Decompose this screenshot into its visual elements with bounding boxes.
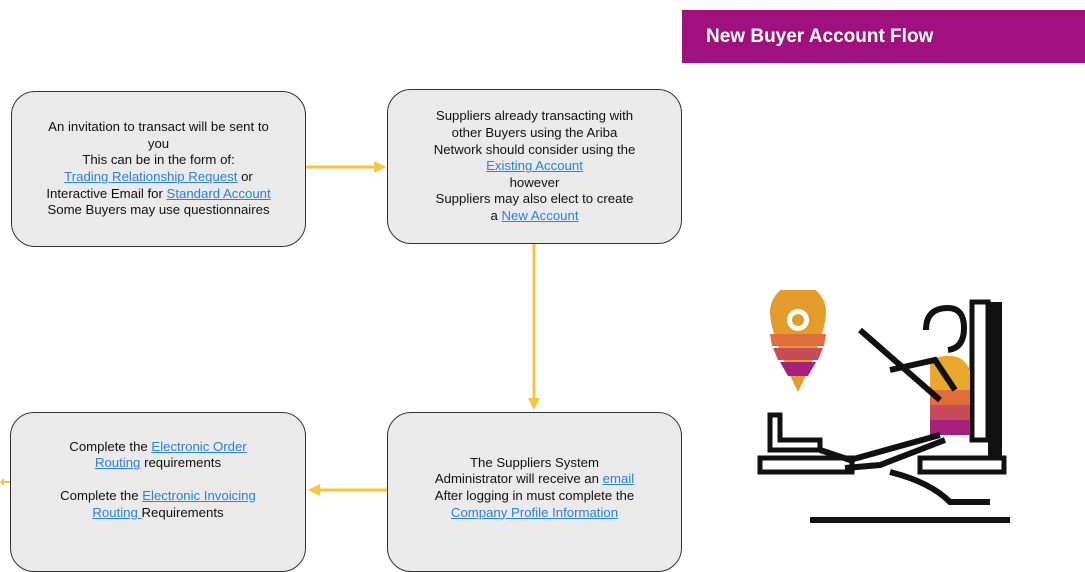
existing-line2: other Buyers using the Ariba: [451, 125, 618, 141]
admin-email-box: The Suppliers System Administrator will …: [387, 412, 682, 572]
existing-line5: however: [509, 174, 560, 190]
arrow-box1-to-box2: [306, 161, 386, 173]
invitation-line2: you: [147, 135, 170, 151]
arrow-box4-exit: [0, 478, 10, 486]
routing-requirements-box: Complete the Electronic Order Routing re…: [10, 412, 306, 572]
invitation-or-text: or: [237, 169, 253, 184]
standard-account-link[interactable]: Standard Account: [166, 185, 271, 201]
new-account-link[interactable]: New Account: [501, 207, 579, 223]
admin-line1: The Suppliers System: [469, 454, 599, 470]
email-link[interactable]: email: [602, 471, 635, 487]
electronic-invoicing-link[interactable]: Electronic Invoicing: [142, 488, 256, 503]
invitation-line5-prefix: Interactive Email for: [46, 185, 167, 201]
arrow-box2-to-box3: [528, 244, 540, 410]
routing-line4-suffix: Requirements: [141, 504, 224, 520]
flow-title: New Buyer Account Flow: [706, 26, 934, 47]
trading-relationship-link[interactable]: Trading Relationship Request: [64, 169, 238, 184]
flow-title-banner: New Buyer Account Flow: [682, 10, 1085, 63]
existing-line1: Suppliers already transacting with: [435, 108, 634, 124]
routing-line3-prefix: Complete the: [60, 488, 143, 503]
existing-line6: Suppliers may also elect to create: [435, 191, 634, 207]
existing-line7-prefix: a: [490, 207, 502, 223]
routing-line2-suffix: requirements: [140, 455, 222, 471]
invoicing-routing-link[interactable]: Routing: [92, 504, 142, 520]
admin-line2-prefix: Administrator will receive an: [434, 471, 603, 487]
company-profile-link[interactable]: Company Profile Information: [450, 504, 619, 520]
electronic-order-link[interactable]: Electronic Order: [151, 438, 247, 454]
arrow-box3-to-box4: [308, 484, 387, 496]
existing-account-box: Suppliers already transacting with other…: [387, 89, 682, 244]
admin-line3: After logging in must complete the: [434, 488, 635, 503]
location-pin-icon: [770, 290, 826, 392]
person-laptop-illustration: [757, 290, 1010, 523]
invitation-box: An invitation to transact will be sent t…: [11, 91, 306, 247]
order-routing-link[interactable]: Routing: [94, 455, 141, 471]
existing-line3: Network should consider using the: [433, 141, 636, 157]
invitation-line3: This can be in the form of:: [82, 152, 235, 168]
invitation-line6: Some Buyers may use questionnaires: [47, 202, 270, 218]
existing-account-link[interactable]: Existing Account: [486, 158, 583, 174]
routing-line1-prefix: Complete the: [69, 438, 152, 454]
invitation-line1: An invitation to transact will be sent t…: [48, 119, 269, 135]
